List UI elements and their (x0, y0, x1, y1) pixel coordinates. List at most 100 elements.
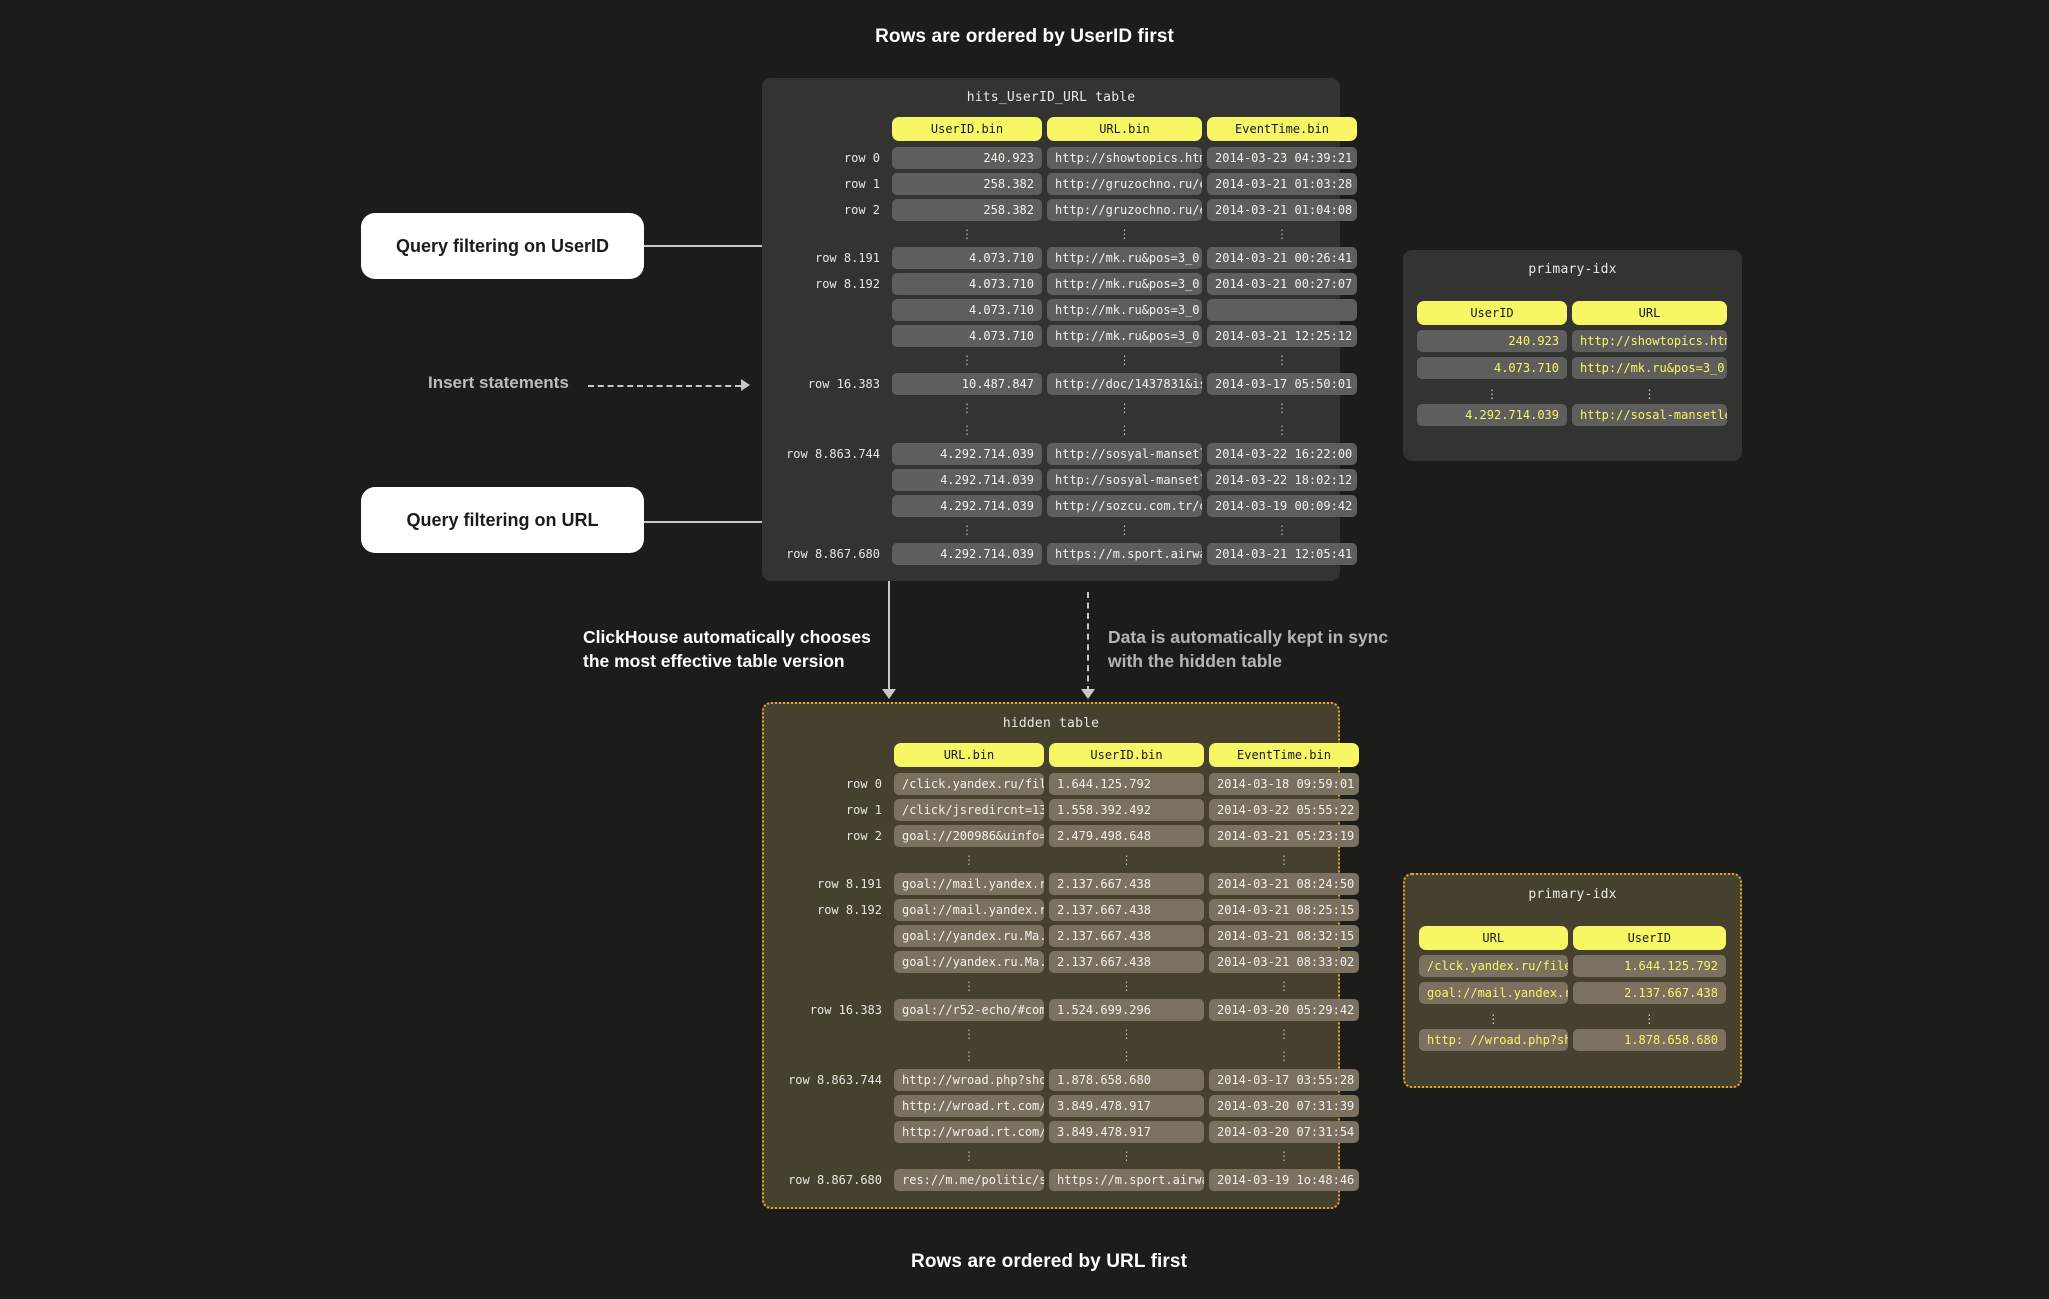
ellipsis-cell: ⋮ (961, 353, 973, 367)
ellipsis-cell: ⋮ (1278, 1049, 1290, 1063)
ellipsis-cell: ⋮ (1278, 1027, 1290, 1041)
column-header-eventtime-bin: EventTime.bin (1209, 743, 1359, 767)
caption-top: Rows are ordered by UserID first (875, 26, 1174, 47)
table-cell: 2014-03-21 01:04:08 (1207, 199, 1357, 221)
table-cell: 3.849.478.917 (1049, 1121, 1204, 1143)
table-cell: http://wroad.rt.com/tr/... (894, 1121, 1044, 1143)
ellipsis-cell: ⋮ (1643, 387, 1656, 401)
idx-column-header-url: URL (1419, 926, 1568, 950)
table-ellipsis-row: ⋮⋮⋮ (764, 849, 1338, 871)
sync-connector-arrowhead (1081, 689, 1095, 699)
table-cell: 2014-03-19 1o:48:46 (1209, 1169, 1359, 1191)
table-cell: 3.849.478.917 (1049, 1095, 1204, 1117)
table-ellipsis-row: ⋮⋮⋮ (762, 223, 1340, 245)
column-header-eventtime-bin: EventTime.bin (1207, 117, 1357, 141)
row-label: row 0 (845, 777, 882, 791)
table-cell: 2014-03-20 07:31:54 (1209, 1121, 1359, 1143)
table-cell: 258.382 (892, 199, 1042, 221)
ellipsis-cell: ⋮ (963, 979, 975, 993)
table-cell: 4.292.714.039 (892, 495, 1042, 517)
table-row: row 1258.382http://gruzochno.ru/ekat...2… (762, 171, 1357, 197)
table-cell: 2014-03-21 08:32:15 (1209, 925, 1359, 947)
ellipsis-cell: ⋮ (1278, 1149, 1290, 1163)
idx-cell: 1.878.658.680 (1572, 1029, 1726, 1051)
table-cell: 2014-03-19 00:09:42 (1207, 495, 1357, 517)
idx-cell: 1.644.125.792 (1572, 955, 1726, 977)
row-label: row 8.191 (816, 877, 882, 891)
idx-row: /clck.yandex.ru/file.com...1.644.125.792 (1419, 955, 1726, 977)
idx-cell: 2.137.667.438 (1572, 982, 1726, 1004)
ellipsis-cell: ⋮ (961, 227, 973, 241)
primary-idx-bottom-title: primary-idx (1528, 887, 1617, 902)
table-cell: 2014-03-21 00:27:07 (1207, 273, 1357, 295)
insert-statements-arrowhead (741, 379, 750, 391)
main-table-title: hits_UserID_URL table (966, 90, 1136, 105)
table-cell: http://mk.ru&pos=3_0 (1047, 273, 1202, 295)
callout-url-label: Query filtering on URL (406, 509, 599, 530)
ellipsis-cell: ⋮ (1118, 353, 1131, 367)
ellipsis-cell: ⋮ (1120, 1027, 1133, 1041)
table-cell: http://wroad.php?show/7... (894, 1069, 1044, 1091)
table-cell: goal://r52-echo/#compose... (894, 999, 1044, 1021)
row-label: row 8.191 (814, 251, 880, 265)
row-label: row 1 (845, 803, 882, 817)
ellipsis-cell: ⋮ (1120, 1149, 1133, 1163)
table-cell: 4.292.714.039 (892, 543, 1042, 565)
table-cell: 2014-03-22 05:55:22 (1209, 799, 1359, 821)
column-header-url-bin: URL.bin (1047, 117, 1202, 141)
connector-url-arrowhead (882, 689, 896, 699)
insert-statements-label: Insert statements (428, 373, 569, 392)
table-ellipsis-row: ⋮⋮⋮ (762, 397, 1340, 419)
row-label: row 16.383 (809, 1003, 882, 1017)
table-cell: goal://yandex.ru.Ma... (894, 951, 1044, 973)
table-cell: http://mk.ru&pos=3_0 (1047, 325, 1202, 347)
table-cell: 4.292.714.039 (892, 443, 1042, 465)
table-cell: 2.137.667.438 (1049, 873, 1204, 895)
idx-cell: http: //wroad.php?show/7... (1419, 1029, 1568, 1051)
idx-cell: http://mk.ru&pos=3_0 (1572, 357, 1727, 379)
table-cell: http://mk.ru&pos=3_0 (1047, 247, 1202, 269)
table-cell: 2014-03-23 04:39:21 (1207, 147, 1357, 169)
table-row: row 1/click/jsredircnt=1395412...1.558.3… (764, 797, 1359, 823)
table-row: row 8.191goal://mail.yandex.ru/Ma...2.13… (764, 871, 1359, 897)
hidden-table-title: hidden table (1002, 716, 1100, 731)
ellipsis-cell: ⋮ (961, 423, 973, 437)
table-cell: 2014-03-21 00:26:41 (1207, 247, 1357, 269)
idx-cell: 4.073.710 (1417, 357, 1567, 379)
callout-query-filtering-userid: Query filtering on UserID (361, 213, 644, 279)
table-cell: http://sosyal-mansetleri... (1047, 443, 1202, 465)
row-label: row 8.867.680 (788, 1173, 882, 1187)
idx-cell: /clck.yandex.ru/file.com... (1419, 955, 1568, 977)
table-cell: 1.524.699.296 (1049, 999, 1204, 1021)
table-row: goal://yandex.ru.Ma...2.137.667.4382014-… (764, 949, 1359, 975)
ellipsis-cell: ⋮ (1120, 1049, 1133, 1063)
table-cell: 2014-03-21 08:24:50 (1209, 873, 1359, 895)
ellipsis-cell: ⋮ (1487, 1012, 1500, 1026)
table-cell: 4.073.710 (892, 325, 1042, 347)
primary-idx-top-grid: UserIDURL240.923http://showtopics.html%3… (1403, 289, 1742, 447)
table-row: http://wroad.rt.com/tr/...3.849.478.9172… (764, 1093, 1359, 1119)
table-cell: res://m.me/politic/stati... (894, 1169, 1044, 1191)
sync-connector-line (1087, 592, 1089, 692)
table-cell: http://wroad.rt.com/tr/... (894, 1095, 1044, 1117)
table-ellipsis-row: ⋮⋮⋮ (764, 975, 1338, 997)
idx-cell: http://sosal-mansetleri... (1572, 404, 1727, 426)
idx-column-header-userid: UserID (1417, 301, 1567, 325)
table-cell: 1.644.125.792 (1049, 773, 1204, 795)
table-cell: https://m.sport.airway/? (1047, 543, 1202, 565)
ellipsis-cell: ⋮ (963, 1027, 975, 1041)
table-ellipsis-row: ⋮⋮⋮ (762, 519, 1340, 541)
table-cell: 240.923 (892, 147, 1042, 169)
ellipsis-cell: ⋮ (1643, 1012, 1656, 1026)
ellipsis-cell: ⋮ (1118, 401, 1131, 415)
row-label: row 8.867.680 (786, 547, 880, 561)
table-cell: /click/jsredircnt=1395412... (894, 799, 1044, 821)
idx-cell: http://showtopics.html%3... (1572, 330, 1727, 352)
